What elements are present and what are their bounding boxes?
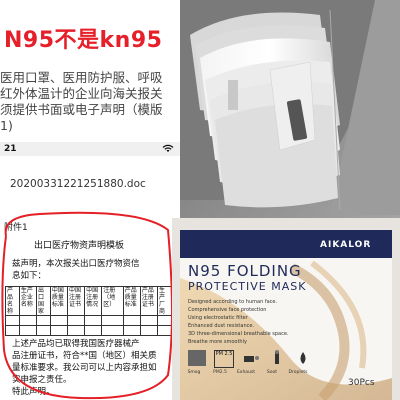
hazard-icons-row: PM 2.5 xyxy=(188,350,312,368)
hazard-label: Smog xyxy=(187,370,201,375)
hazard-label: PM2.5 xyxy=(213,370,227,375)
feature-item: Enhanced dust resistance. xyxy=(188,323,255,329)
footer-line: 实申报之责任。 xyxy=(12,375,72,385)
headline: N95不是kn95 xyxy=(4,28,163,53)
mask-stack-illustration xyxy=(180,0,400,220)
wifi-icon xyxy=(162,144,174,156)
droplets-icon xyxy=(294,350,312,366)
attachment-label: 附件1 xyxy=(4,223,28,233)
doc-title: 出口医疗物资声明模板 xyxy=(34,241,125,251)
intro-line: 息如下： xyxy=(12,271,47,281)
hazard-label: Soot xyxy=(266,370,278,375)
table-header: 产品注册证书 xyxy=(139,286,159,316)
hazard-labels-row: Smog PM2.5 Exhaust Soot Droplets xyxy=(184,370,308,375)
attachment-filename[interactable]: 20200331221251880.doc xyxy=(10,178,146,190)
product-box-photo: AIKALOR N95 FOLDING PROTECTIVE MASK Desi… xyxy=(172,218,400,400)
paragraph-line: 须提供书面或电子声明（模版 xyxy=(0,102,163,117)
product-title-line2: PROTECTIVE MASK xyxy=(188,280,307,293)
piece-count: 30Pcs xyxy=(348,378,375,388)
status-bar xyxy=(0,142,180,156)
intro-line: 兹声明，本次报关出口医疗物资信 xyxy=(12,259,140,269)
hazard-label: Droplets xyxy=(288,370,308,375)
paragraph-line: 红外体温计的企业向海关报关 xyxy=(0,86,163,101)
table-header: 出口国家 xyxy=(36,286,51,316)
mask-box-photo xyxy=(180,0,400,220)
smog-icon xyxy=(188,350,206,366)
product-title-line1: N95 FOLDING xyxy=(188,262,302,280)
pm25-icon: PM 2.5 xyxy=(214,350,234,368)
footer-line: 量标准要求。我公司可以上内容承担如 xyxy=(12,363,157,373)
feature-item: Using electrostatic filter xyxy=(188,315,248,321)
status-time: 21 xyxy=(4,144,17,154)
feature-item: Designed according to human face. xyxy=(188,299,278,305)
product-box-illustration xyxy=(172,218,400,400)
feature-item: Comprehensive face protection xyxy=(188,307,267,313)
article-screenshot-panel: N95不是kn95 医用口罩、医用防护服、呼吸 红外体温计的企业向海关报关 须提… xyxy=(0,0,180,200)
paragraph-line: 医用口罩、医用防护服、呼吸 xyxy=(0,70,163,85)
declaration-template-document: 附件1 出口医疗物资声明模板 兹声明，本次报关出口医疗物资信 息如下： 产品名称… xyxy=(0,200,172,400)
feature-item: 3D three-dimensional breathable space. xyxy=(188,331,289,337)
paragraph-line: 1) xyxy=(0,118,13,133)
article-paragraph: 医用口罩、医用防护服、呼吸 红外体温计的企业向海关报关 须提供书面或电子声明（模… xyxy=(0,70,180,134)
footer-line: 上述产品均已取得我国医疗器械产 xyxy=(12,339,140,349)
exhaust-icon xyxy=(242,350,260,366)
hazard-label: Exhaust xyxy=(236,370,256,375)
product-table: 产品名称 生产企业名称 出口国家 中国质量标准 中国注册证书 中国注册情况 注册… xyxy=(5,286,172,336)
feature-item: Breathe more smoothly xyxy=(188,339,247,345)
brand-name: AIKALOR xyxy=(320,240,372,250)
feature-list: Designed according to human face. Compre… xyxy=(188,298,338,346)
footer-line: 特此声明。 xyxy=(12,387,55,397)
footer-line: 品注册证书，符合**国（地区）相关质 xyxy=(12,351,157,361)
soot-icon xyxy=(268,350,286,366)
table-header: 中国注册情况 xyxy=(84,286,103,316)
red-annotation-circle xyxy=(1,211,172,400)
